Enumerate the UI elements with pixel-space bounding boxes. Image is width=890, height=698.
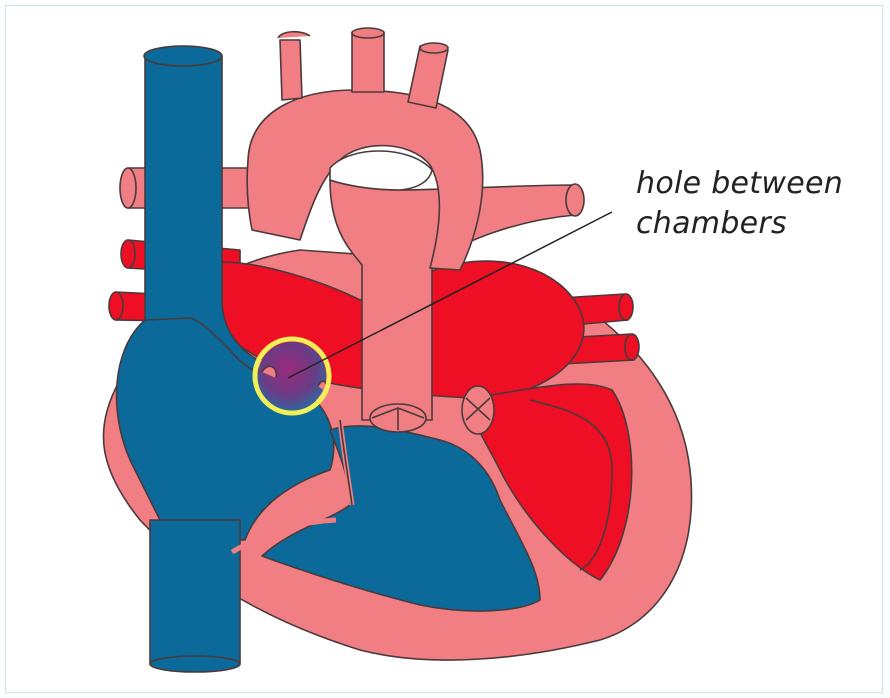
- annotation-label-line2: chambers: [636, 204, 843, 244]
- inferior-vena-cava: [150, 520, 240, 664]
- aortic-arch-inner: [330, 151, 432, 190]
- annotation-label: hole between chambers: [636, 164, 843, 244]
- vena-cava-opening: [144, 46, 222, 66]
- annotation-label-line1: hole between: [636, 164, 843, 204]
